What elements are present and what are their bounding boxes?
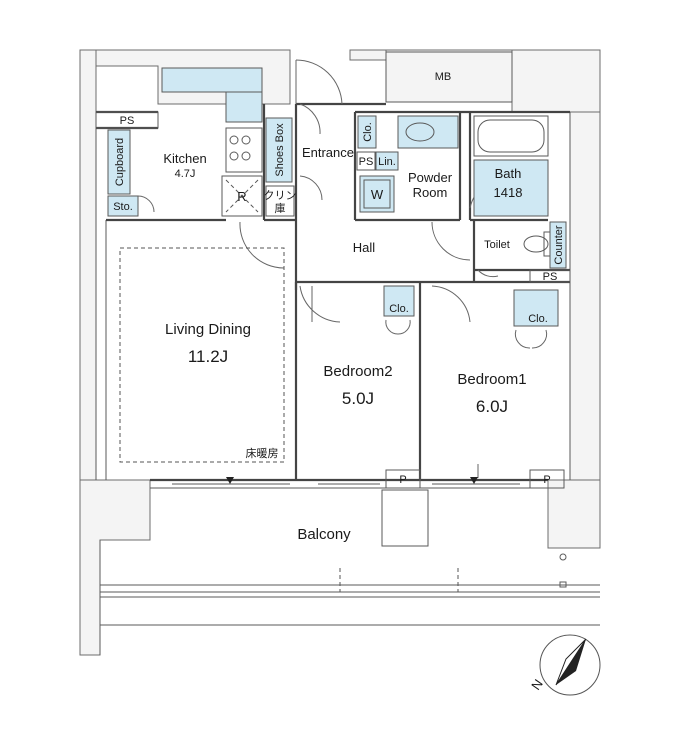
hall-label: Hall — [353, 240, 376, 255]
ps-label-top: PS — [120, 115, 135, 127]
fixtures — [95, 51, 571, 327]
doors — [137, 59, 548, 478]
closet-bedroom1 — [513, 289, 559, 327]
kitchen-size: 4.7J — [175, 168, 196, 180]
bedroom2-label: Bedroom2 — [323, 363, 392, 380]
kitchen-sink-counter — [225, 91, 263, 123]
storage-label: Sto. — [113, 201, 133, 213]
pipe-label-bedroom1: P — [543, 474, 550, 486]
pipe-label-bedroom2: P — [399, 474, 406, 486]
kitchen-label: Kitchen — [163, 151, 206, 166]
ps-box — [356, 151, 376, 171]
ps-label-toilet: PS — [543, 271, 558, 283]
cleaning-closet — [265, 185, 295, 217]
cupboard-label: Cupboard — [114, 138, 126, 186]
bath-size: 1418 — [494, 185, 523, 200]
interior-walls — [96, 102, 570, 489]
washer — [359, 175, 395, 213]
closet-bedroom1-label: Clo. — [528, 313, 548, 325]
closet-entrance — [357, 115, 377, 149]
powder-label-2: Room — [413, 185, 448, 200]
bedroom1-label: Bedroom1 — [457, 371, 526, 388]
outer-walls — [79, 49, 601, 656]
powder-label-1: Powder — [408, 170, 453, 185]
closet-bedroom2-label: Clo. — [389, 303, 409, 315]
ps-label-powder: PS — [359, 156, 374, 168]
linen-label: Lin. — [378, 156, 396, 168]
compass: N — [528, 634, 601, 696]
shoes-box-label: Shoes Box — [274, 123, 286, 177]
washer-label: W — [371, 187, 384, 202]
window-markers — [226, 477, 478, 484]
labels: Kitchen 4.7J Living Dining 11.2J 床暖房 Bed… — [113, 71, 565, 543]
mb-label: MB — [435, 71, 452, 83]
counter-label: Counter — [553, 225, 565, 264]
cleaning-closet-label-2: 庫 — [275, 201, 286, 215]
linen-closet — [375, 151, 399, 171]
entrance-label: Entrance — [302, 145, 354, 160]
living-label: Living Dining — [165, 321, 251, 338]
bath-label: Bath — [495, 166, 522, 181]
closet-entrance-label: Clo. — [362, 122, 374, 142]
balcony-area — [99, 489, 600, 655]
balcony-label: Balcony — [297, 526, 351, 543]
bedroom2-size: 5.0J — [342, 389, 374, 408]
bedroom1-size: 6.0J — [476, 397, 508, 416]
bathtub — [473, 115, 549, 157]
toilet-label: Toilet — [484, 239, 510, 251]
shoes-box — [265, 117, 293, 183]
cleaning-closet-label-1: クリン — [264, 189, 297, 202]
vanity — [397, 115, 459, 149]
refrigerator — [221, 175, 263, 217]
cupboard — [107, 129, 131, 195]
closet-bedroom2 — [383, 285, 415, 317]
floor-heating-note: 床暖房 — [246, 446, 279, 460]
living-size: 11.2J — [188, 347, 228, 366]
storage — [107, 195, 139, 217]
refrigerator-label: R — [237, 189, 246, 204]
